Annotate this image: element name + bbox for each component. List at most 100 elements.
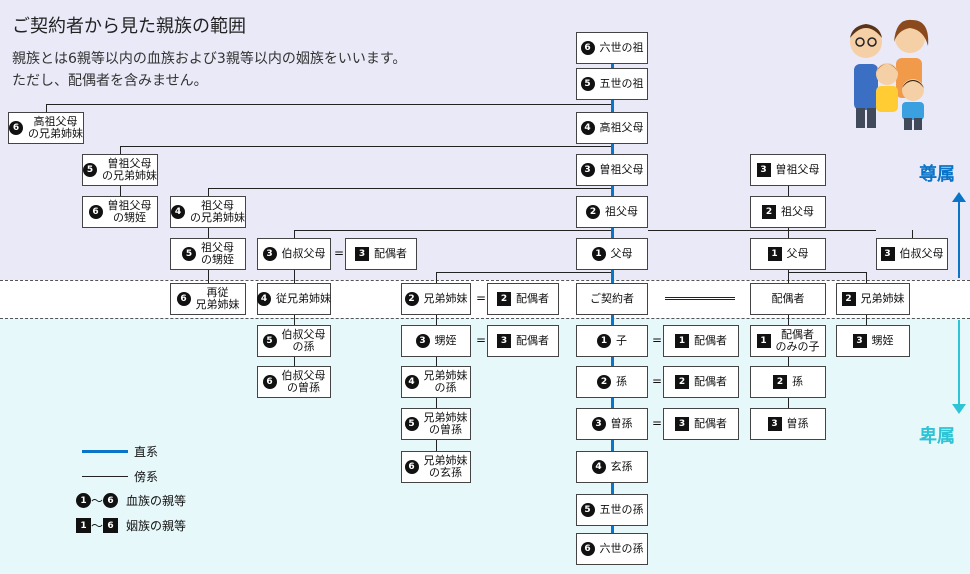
node-label-line: 兄弟姉妹 xyxy=(423,454,468,467)
connector-v xyxy=(788,315,789,325)
node-label: 甥姪 xyxy=(435,334,457,348)
connector-v xyxy=(436,272,437,283)
affinity-degree-icon: 3 xyxy=(756,163,771,177)
node-label-line: 六世の祖 xyxy=(599,41,644,54)
node-label-line: 配偶者 xyxy=(694,334,727,347)
blood-degree-icon: 1 xyxy=(591,247,606,261)
node-label-line: 玄孫 xyxy=(610,460,633,473)
node-label: 配偶者 xyxy=(694,417,727,431)
node-label: 曽孫 xyxy=(787,417,809,431)
affinity-degree-icon: 3 xyxy=(880,247,895,261)
node-label: 高祖父母の兄弟姉妹 xyxy=(28,116,83,140)
node-label-line: 伯叔父母 xyxy=(281,328,326,341)
affinity-degree-from-icon: 1 xyxy=(76,518,91,533)
node-label-line: 甥姪 xyxy=(434,334,457,347)
node-label-line: 六世の孫 xyxy=(599,542,644,555)
node-label-line: 子 xyxy=(616,334,627,347)
connector-v xyxy=(46,104,47,112)
node-label-line: 配偶者 xyxy=(771,292,805,305)
node-label: ご契約者 xyxy=(590,292,634,306)
spouse-link xyxy=(665,297,735,300)
connector-v xyxy=(788,398,789,408)
node-label: 曽祖父母の甥姪 xyxy=(108,200,152,224)
node-label-line: 甥姪 xyxy=(871,334,894,347)
node-label: 祖父母の甥姪 xyxy=(201,242,234,266)
page-title: ご契約者から見た親族の範囲 xyxy=(12,16,246,37)
node-label-line: の甥姪 xyxy=(201,253,234,266)
node-label: 伯叔父母 xyxy=(282,247,326,261)
legend-blood-tilde: ～ xyxy=(91,494,104,508)
node-label: 祖父母 xyxy=(781,205,814,219)
blood-degree-icon: 3 xyxy=(415,334,430,348)
node-s-sofubo: 2 祖父母 xyxy=(750,196,826,228)
blood-degree-icon: 4 xyxy=(404,375,419,389)
node-label: 五世の孫 xyxy=(600,503,644,517)
node-label-line: 再従 xyxy=(206,286,229,299)
connector-v xyxy=(294,315,295,325)
connector-v xyxy=(436,357,437,366)
ascendant-arrow-icon xyxy=(952,192,966,278)
node-label-line: の兄弟姉妹 xyxy=(102,169,157,182)
connector-h xyxy=(120,146,611,147)
legend-affinity-label: 姻族の親等 xyxy=(126,519,187,533)
node-label-line: 曽祖父母 xyxy=(107,157,152,170)
node-label-line: 祖父母 xyxy=(781,205,814,218)
node-label-line: 兄弟姉妹 xyxy=(423,369,468,382)
legend-affinity-tilde: ～ xyxy=(91,519,104,533)
family-illustration-icon xyxy=(850,19,929,130)
node-label: 従兄弟姉妹 xyxy=(276,292,331,306)
node-label-line: 高祖父母 xyxy=(33,115,78,128)
node-label: 孫 xyxy=(792,375,803,389)
connector-v xyxy=(208,188,209,196)
node-oimei: 3 甥姪 xyxy=(401,325,471,357)
node-label: 六世の孫 xyxy=(600,542,644,556)
connector-h xyxy=(648,230,876,231)
node-label: 配偶者 xyxy=(516,334,549,348)
node-label-line: 配偶者 xyxy=(516,334,549,347)
blood-degree-icon: 6 xyxy=(176,292,191,306)
blood-degree-icon: 3 xyxy=(591,417,606,431)
connector-v xyxy=(788,228,789,238)
affinity-degree-icon: 3 xyxy=(497,334,511,348)
node-haigusha: 配偶者 xyxy=(750,283,826,315)
node-label: 曽祖父母 xyxy=(776,163,820,177)
node-label-line: の孫 xyxy=(434,381,457,394)
equals-sign: = xyxy=(652,374,663,388)
node-label-line: の曽孫 xyxy=(429,423,462,436)
node-label: 祖父母の兄弟姉妹 xyxy=(190,200,245,224)
equals-sign: = xyxy=(652,416,663,430)
node-so-oimei: 5 祖父母の甥姪 xyxy=(170,238,246,270)
descendant-arrow-icon xyxy=(952,320,966,414)
connector-v xyxy=(436,440,437,451)
node-label-line: 兄弟姉妹 xyxy=(423,411,468,424)
affinity-degree-icon: 2 xyxy=(841,292,856,306)
blood-degree-icon: 5 xyxy=(182,247,196,261)
node-label-line: 五世の孫 xyxy=(599,503,644,516)
node-label: 兄弟姉妹の孫 xyxy=(424,370,468,394)
equals-sign: = xyxy=(476,333,487,347)
affinity-degree-icon: 2 xyxy=(773,375,787,389)
node-label-line: 伯叔父母 xyxy=(281,369,326,382)
node-keiyakusha: ご契約者 xyxy=(576,283,648,315)
node-label-line: 父母 xyxy=(786,247,809,260)
affinity-degree-icon: 2 xyxy=(762,205,776,219)
node-label: 曽孫 xyxy=(611,417,633,431)
node-label-line: 祖父母 xyxy=(201,199,234,212)
